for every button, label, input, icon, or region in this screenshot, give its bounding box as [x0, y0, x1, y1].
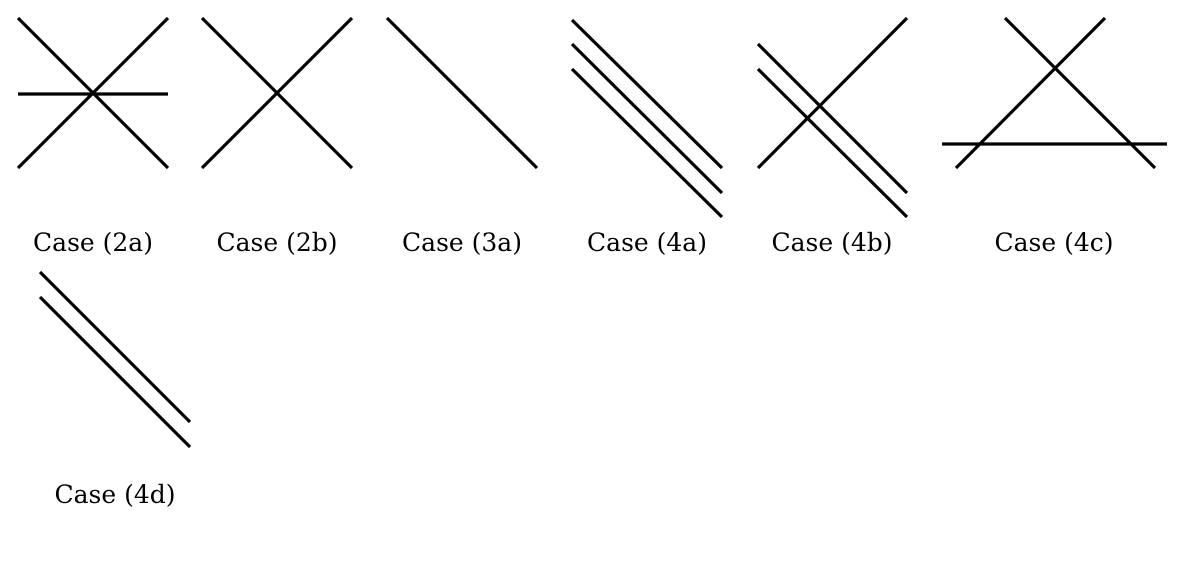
case-3a-diagram: Case (3a) — [385, 16, 539, 257]
case-4b-line-diagonal-up — [756, 16, 909, 170]
case-2a-diagram: Case (2a) — [16, 16, 170, 257]
case-2b-caption: Case (2b) — [216, 228, 337, 257]
case-4a-line-parallel-2 — [570, 42, 724, 195]
case-2b-line-diagonal-up — [200, 16, 354, 170]
case-4a-line-parallel-1 — [570, 18, 724, 170]
case-3a-caption: Case (3a) — [402, 228, 522, 257]
case-4c-diagram: Case (4c) — [942, 16, 1167, 257]
case-4a-diagram: Case (4a) — [570, 18, 724, 257]
case-2a-caption: Case (2a) — [33, 228, 153, 257]
case-4c-caption: Case (4c) — [994, 228, 1113, 257]
case-4b-line-parallel-1 — [756, 42, 909, 195]
case-4b-line-parallel-2 — [756, 67, 909, 219]
case-3a-line-diagonal-down — [385, 16, 539, 170]
case-4d-line-parallel-2 — [38, 295, 192, 449]
case-4a-caption: Case (4a) — [587, 228, 707, 257]
case-4d-line-parallel-1 — [38, 270, 192, 424]
case-4a-line-parallel-3 — [570, 67, 724, 219]
case-4d-diagram: Case (4d) — [38, 270, 192, 509]
case-4b-diagram: Case (4b) — [756, 16, 909, 257]
case-4d-caption: Case (4d) — [54, 480, 175, 509]
case-4b-caption: Case (4b) — [771, 228, 892, 257]
case-2b-diagram: Case (2b) — [200, 16, 354, 257]
